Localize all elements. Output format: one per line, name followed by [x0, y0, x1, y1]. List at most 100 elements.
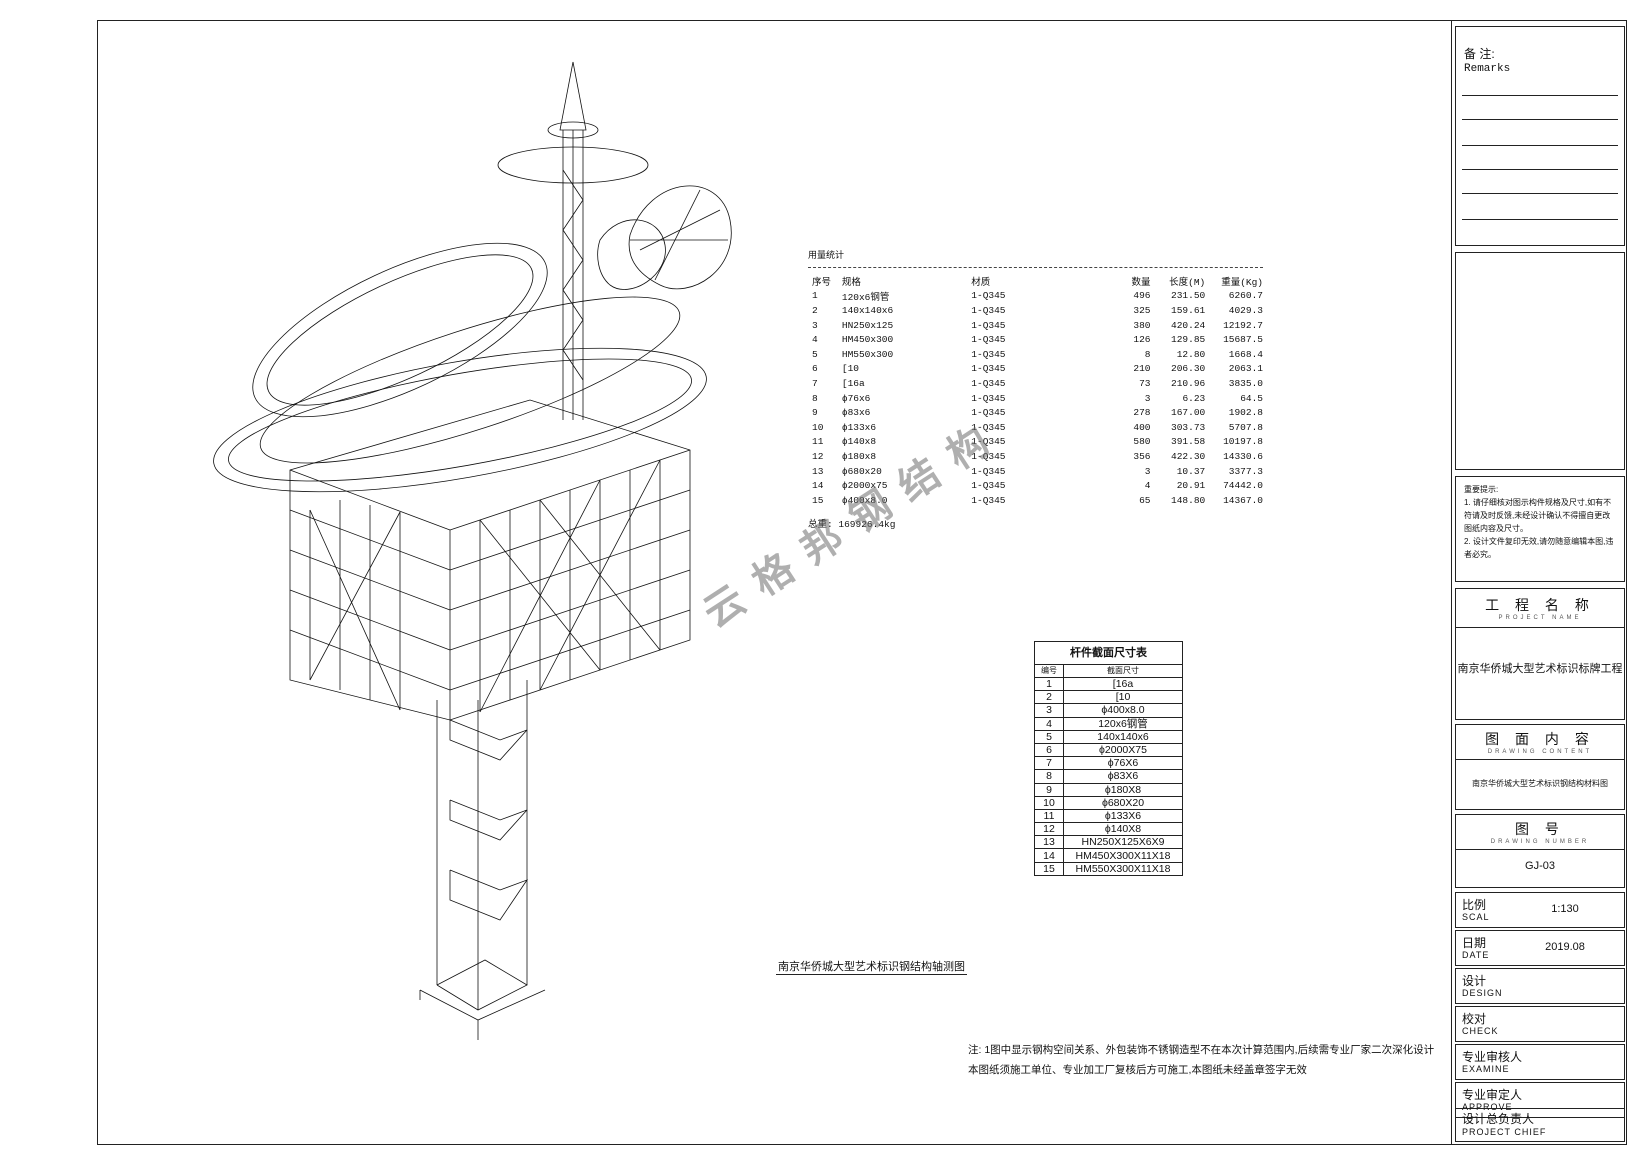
material-cell: 14367.0 [1223, 494, 1263, 506]
material-cell: 420.24 [1171, 319, 1206, 331]
material-cell: 8 [812, 392, 818, 404]
material-cell: 3835.0 [1228, 377, 1263, 389]
section-no: 7 [1034, 756, 1064, 771]
section-row: 1[16a [1034, 676, 1183, 692]
remarks-box: 备 注: Remarks [1455, 26, 1625, 246]
material-cell: 8 [1144, 348, 1151, 360]
total-value: 169926.4kg [838, 518, 896, 530]
scale-row: 比例 SCAL 1:130 [1455, 892, 1625, 928]
material-cell: 11 [812, 436, 824, 448]
section-no: 4 [1034, 716, 1064, 731]
note-item: 1. 请仔细核对图示构件规格及尺寸,如有不符请及时反馈,未经设计确认不得擅自更改… [1464, 498, 1612, 533]
section-no: 15 [1034, 861, 1064, 876]
material-cell: ϕ76x6 [841, 392, 871, 404]
material-cell: 4029.3 [1228, 304, 1263, 316]
ring-frames [213, 242, 707, 493]
approve-label-en: APPROVE [1462, 1102, 1513, 1112]
drawing-caption: 南京华侨城大型艺术标识钢结构轴测图 [776, 958, 967, 975]
drawing-content: 南京华侨城大型艺术标识钢结构材料图 [1472, 779, 1608, 788]
material-cell: 2063.1 [1228, 363, 1263, 375]
section-no: 10 [1034, 795, 1064, 810]
material-cell: 12 [812, 450, 824, 462]
material-cell: 1-Q345 [971, 450, 1006, 462]
material-cell: 13 [812, 465, 824, 477]
section-no: 8 [1034, 769, 1064, 784]
approve-label: 专业审定人 [1462, 1088, 1523, 1102]
material-summary-title: 用量统计 [808, 251, 845, 261]
material-cell: 126 [1133, 334, 1151, 346]
material-summary-header: 序号 规格 材质 数量 长度(M) 重量(Kg) [808, 274, 1263, 289]
material-cell: 1-Q345 [971, 407, 1006, 419]
header-cell: 规格 [841, 277, 861, 289]
note-line: 本图纸须施工单位、专业加工厂复核后方可施工,本图纸未经盖章签字无效 [968, 1064, 1307, 1076]
chief-label: 设计总负责人 [1462, 1112, 1535, 1126]
section-size: 140x140x6 [1063, 729, 1183, 744]
notes-title: 重要提示: [1464, 485, 1499, 494]
drawing-number: GJ-03 [1525, 860, 1555, 872]
drawing-number-sub: DRAWING NUMBER [1490, 839, 1590, 845]
material-cell: 10.37 [1176, 465, 1206, 477]
design-label: 设计 [1462, 974, 1487, 988]
project-name: 南京华侨城大型艺术标识标牌工程 [1457, 663, 1623, 675]
material-cell: HM450x300 [841, 334, 894, 346]
check-label: 校对 [1462, 1012, 1487, 1026]
material-cell: 3 [1144, 392, 1151, 404]
drawing-content-box: 图 面 内 容 DRAWING CONTENT 南京华侨城大型艺术标识钢结构材料… [1455, 724, 1625, 810]
section-size: ϕ2000X75 [1063, 742, 1183, 758]
date-label: 日期 [1462, 936, 1487, 950]
support-column [419, 680, 546, 1040]
divider [1462, 219, 1618, 220]
material-cell: 20.91 [1176, 480, 1206, 492]
material-cell: 206.30 [1171, 363, 1206, 375]
check-label-en: CHECK [1462, 1026, 1499, 1036]
divider [1462, 193, 1618, 194]
drawing-content-sub: DRAWING CONTENT [1487, 749, 1593, 755]
material-cell: 1-Q345 [971, 319, 1006, 331]
material-cell: 580 [1133, 436, 1151, 448]
section-row: 2[10 [1034, 690, 1183, 705]
remarks-label: 备 注: [1464, 47, 1495, 61]
general-notes: 注: 1图中显示钢构空间关系、外包装饰不锈钢造型不在本次计算范围内,后续需专业厂… [968, 1040, 1434, 1080]
spire [497, 61, 649, 420]
material-cell: ϕ133x6 [841, 421, 877, 433]
date-value: 2019.08 [1545, 941, 1585, 953]
section-table-title: 杆件截面尺寸表 [1034, 641, 1183, 665]
section-size: HM550X300X11X18 [1063, 861, 1183, 876]
material-cell: 167.00 [1171, 407, 1206, 419]
material-cell: 148.80 [1171, 494, 1206, 506]
section-size: ϕ680X20 [1063, 795, 1183, 810]
section-size: ϕ83X6 [1063, 769, 1183, 784]
divider [1462, 95, 1618, 96]
material-cell: 1902.8 [1228, 407, 1263, 419]
material-cell: 14330.6 [1223, 450, 1263, 462]
material-cell: HN250x125 [841, 319, 894, 331]
note-line: 注: 1图中显示钢构空间关系、外包装饰不锈钢造型不在本次计算范围内,后续需专业厂… [968, 1044, 1435, 1056]
material-cell: 129.85 [1171, 334, 1206, 346]
material-cell: 303.73 [1171, 421, 1206, 433]
material-cell: 12.80 [1176, 348, 1206, 360]
material-cell: 1-Q345 [971, 348, 1006, 360]
material-total: 总重: 169926.4kg [808, 516, 1263, 530]
material-cell: 74442.0 [1223, 480, 1263, 492]
material-cell: 6.23 [1182, 392, 1206, 404]
section-size: ϕ133X6 [1063, 808, 1183, 824]
section-no: 2 [1034, 690, 1064, 705]
material-cell: 15 [812, 494, 824, 506]
divider [1462, 145, 1618, 146]
header-cell: 数量 [1131, 277, 1151, 289]
